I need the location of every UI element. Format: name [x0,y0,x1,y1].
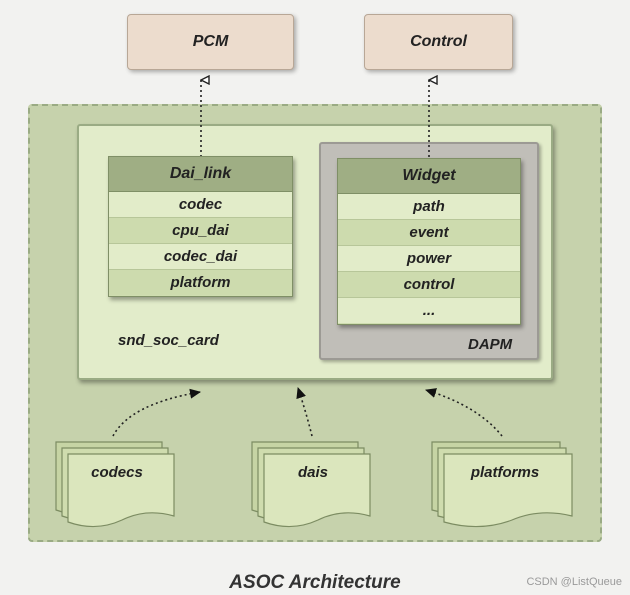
platforms-label: platforms [470,464,540,481]
dai-link-field: codec_dai [109,244,292,270]
dapm-label: DAPM [468,336,513,353]
diagram-caption: ASOC Architecture [229,572,401,593]
platforms-doc-stack: platforms [430,440,573,528]
dai-link-field: codec [109,192,292,218]
dais-doc-stack: dais [250,440,372,528]
dai-link-table: Dai_link codec cpu_dai codec_dai platfor… [108,156,293,297]
codecs-to-card-arrow [112,388,201,437]
widget-title: Widget [338,159,520,194]
dais-to-card-arrow [296,387,313,437]
widget-field: path [338,194,520,220]
widget-field: power [338,246,520,272]
widget-field: event [338,220,520,246]
pcm-label: PCM [192,33,229,50]
codecs-label: codecs [91,464,143,481]
doc-stack-icon [55,441,175,528]
platforms-to-card-arrow [425,388,503,437]
dai-link-title: Dai_link [109,157,292,192]
widget-table: Widget path event power control ... [337,158,521,325]
dais-label: dais [297,464,328,481]
pcm-box: PCM [127,14,294,70]
watermark: CSDN @ListQueue [526,576,622,588]
snd-soc-card-label: snd_soc_card [118,332,219,349]
codecs-doc-stack: codecs [54,440,176,528]
doc-stack-icon [251,441,371,528]
control-box: Control [364,14,513,70]
dai-link-field: platform [109,270,292,295]
control-label: Control [410,33,467,50]
widget-field: control [338,272,520,298]
doc-stack-icon [431,441,573,528]
dai-link-field: cpu_dai [109,218,292,244]
widget-field: ... [338,298,520,323]
